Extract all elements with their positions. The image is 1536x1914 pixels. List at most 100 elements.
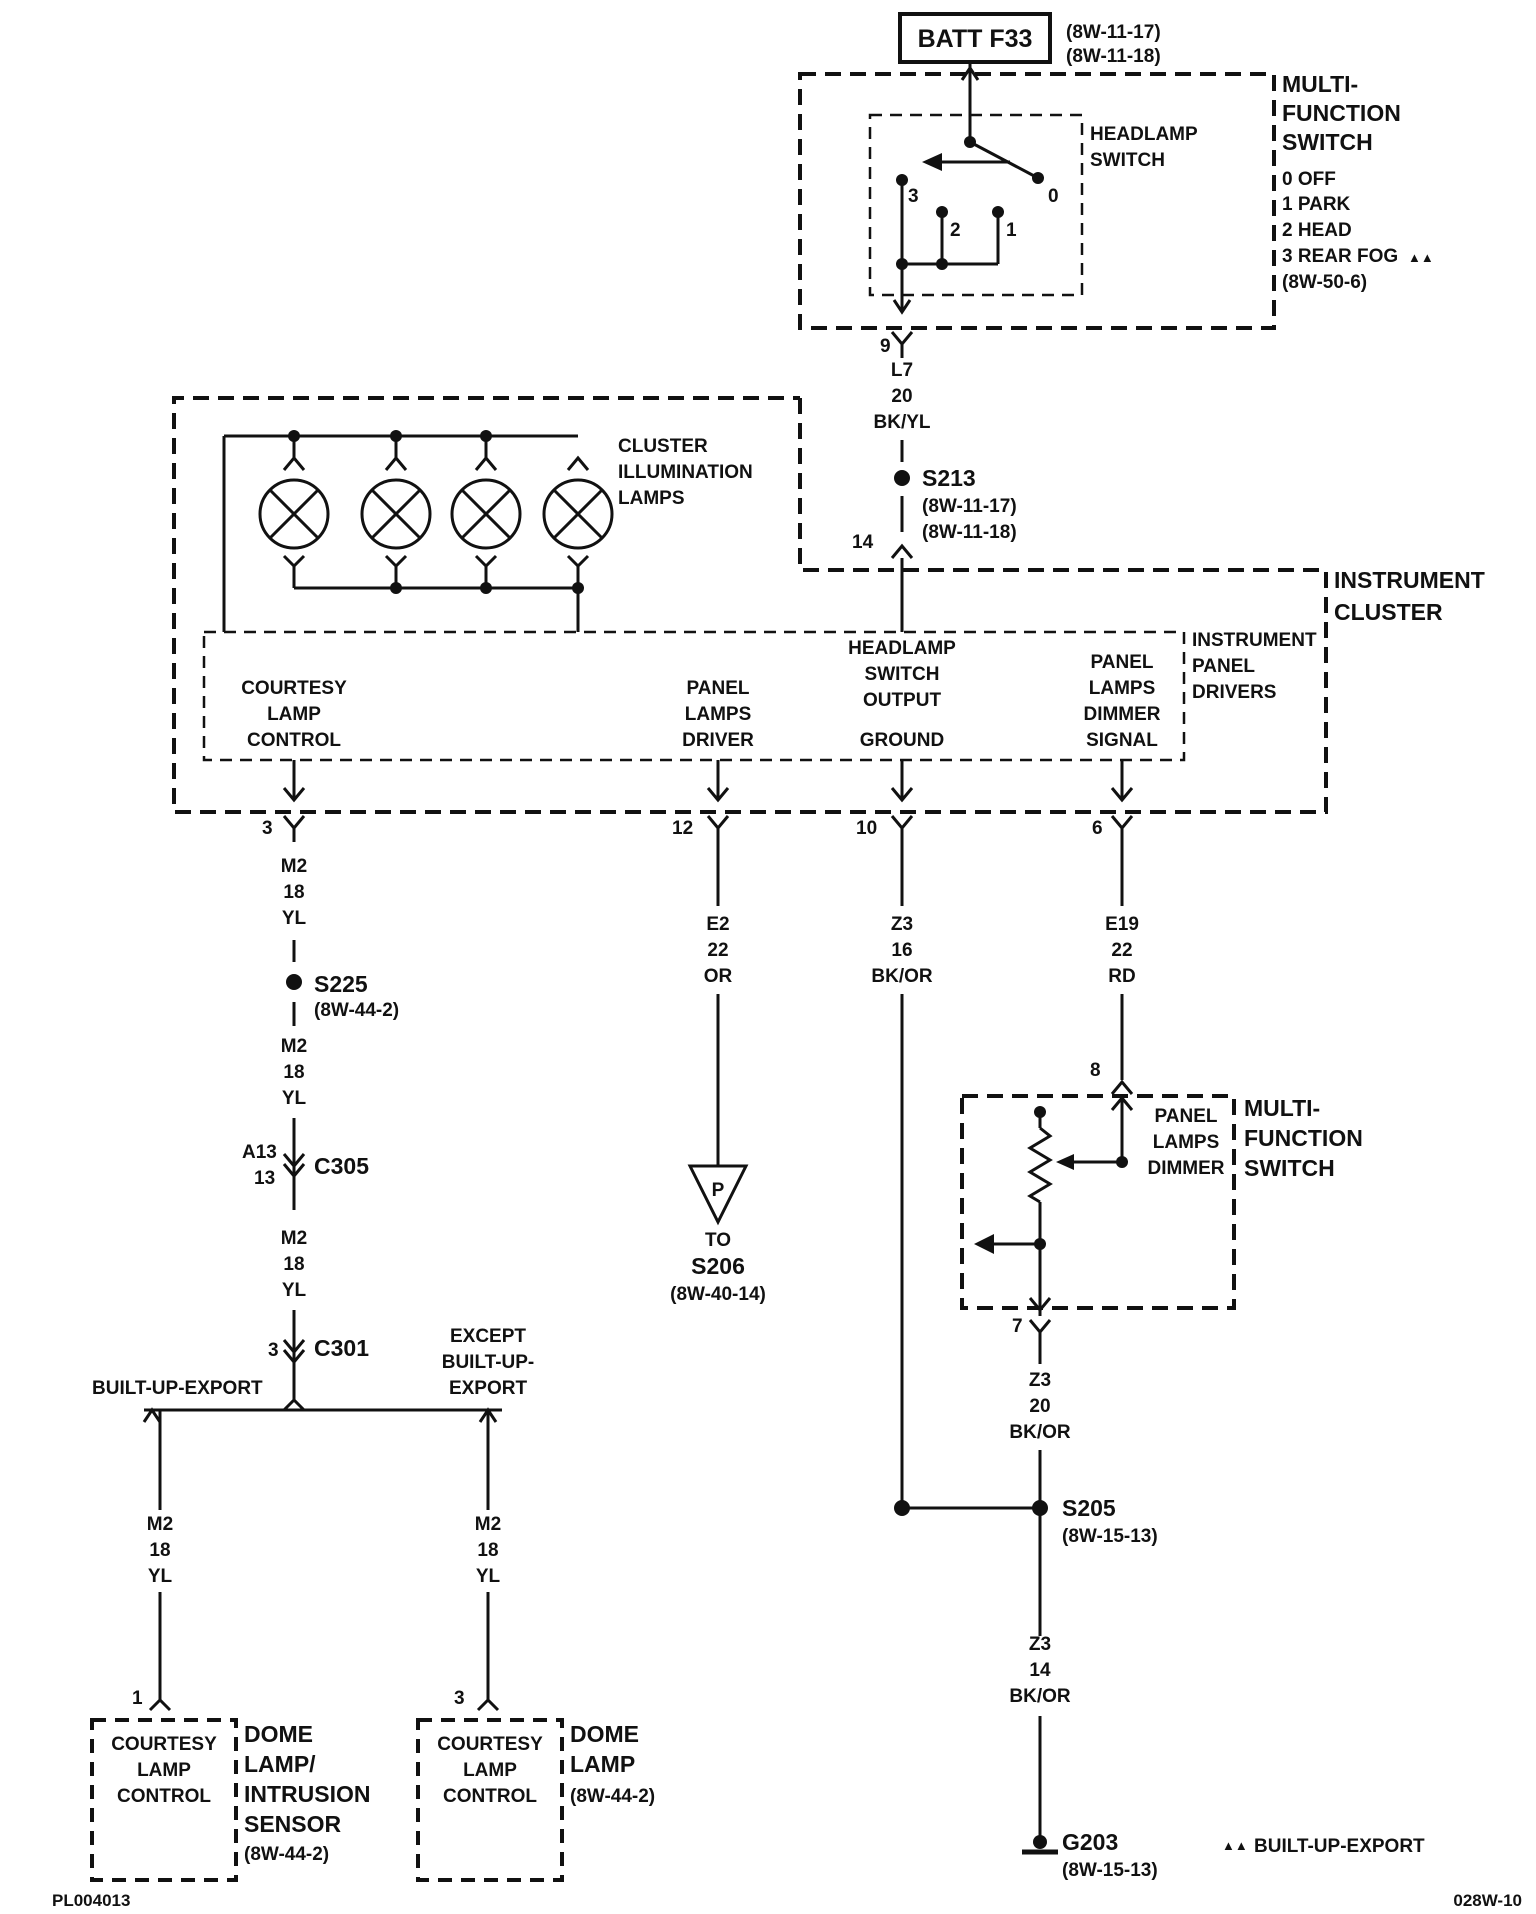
- z3b-code: Z3: [1029, 1370, 1051, 1391]
- e19-color: RD: [1108, 966, 1135, 987]
- mfs-bot-title-2: FUNCTION: [1244, 1125, 1363, 1151]
- s213-name: S213: [922, 465, 976, 491]
- mfs-bot-pin-in: 8: [1090, 1060, 1101, 1081]
- mfs-top-title-2: FUNCTION: [1282, 100, 1401, 126]
- z3a-code: Z3: [891, 914, 913, 935]
- s206-letter: P: [712, 1180, 725, 1201]
- mfs-bot-inner-1: PANEL: [1155, 1106, 1218, 1127]
- s225-ref: (8W-44-2): [314, 1000, 399, 1021]
- headlamp-switch-label-1: HEADLAMP: [1090, 124, 1198, 145]
- batt-fuse-box: [898, 12, 1052, 64]
- s206-name: S206: [691, 1253, 745, 1279]
- z3a-gauge: 16: [891, 940, 912, 961]
- g203-ref: (8W-15-13): [1062, 1860, 1158, 1881]
- s213-ref-2: (8W-11-18): [922, 522, 1017, 543]
- wire-l7: [890, 331, 914, 532]
- ground-icon: [1022, 1835, 1058, 1855]
- dome-inner-3: CONTROL: [443, 1786, 537, 1807]
- m2d-gauge: 18: [149, 1540, 170, 1561]
- mfs-top-boundary: [798, 72, 1276, 330]
- s206-ref: (8W-40-14): [670, 1284, 766, 1305]
- m2c-gauge: 18: [283, 1254, 304, 1275]
- s206-to: TO: [705, 1230, 731, 1251]
- dimmer-rheostat-icon: [974, 1095, 1134, 1316]
- z3a-pin: 10: [856, 818, 877, 839]
- batt-ref-2: (8W-11-18): [1066, 46, 1161, 67]
- c305-pin-top: A13: [242, 1142, 277, 1163]
- l7-pin: 9: [880, 336, 891, 357]
- s213-splice: [894, 470, 910, 486]
- s206-offpage-icon: [687, 1164, 749, 1226]
- dome-intrusion-box: [90, 1718, 238, 1882]
- courtesy-label-1: COURTESY: [241, 678, 347, 699]
- lamps-label-3: LAMPS: [618, 488, 685, 509]
- z3c-code: Z3: [1029, 1634, 1051, 1655]
- footer-right: 028W-10: [1453, 1891, 1522, 1910]
- e2-code: E2: [706, 914, 729, 935]
- m2d-color: YL: [148, 1566, 173, 1587]
- dome-intrusion-inner-1: COURTESY: [111, 1734, 217, 1755]
- m2a-gauge: 18: [283, 882, 304, 903]
- z3b-gauge: 20: [1029, 1396, 1050, 1417]
- hs-output-label-2: SWITCH: [865, 664, 940, 685]
- z3c-color: BK/OR: [1009, 1686, 1071, 1707]
- batt-ref-1: (8W-11-17): [1066, 22, 1161, 43]
- m2a-pin: 3: [262, 818, 273, 839]
- cluster-title-1: INSTRUMENT: [1334, 567, 1485, 593]
- dome-inner-2: LAMP: [463, 1760, 517, 1781]
- e19-pin: 6: [1092, 818, 1103, 839]
- dome-inner-1: COURTESY: [437, 1734, 543, 1755]
- except-export-3: EXPORT: [449, 1378, 528, 1399]
- lamp-icon: [258, 478, 330, 550]
- m2a-code: M2: [281, 856, 307, 877]
- dimmer-signal-label-3: DIMMER: [1083, 704, 1160, 725]
- c301-name: C301: [314, 1335, 369, 1361]
- lamp-icon: [450, 478, 522, 550]
- z3a-color: BK/OR: [871, 966, 933, 987]
- s205-splice: [1032, 1500, 1048, 1516]
- c305-name: C305: [314, 1153, 369, 1179]
- drivers-label-1: INSTRUMENT: [1192, 630, 1317, 651]
- c301-pin: 3: [268, 1340, 279, 1361]
- hs-output-label-3: OUTPUT: [863, 690, 942, 711]
- legend-text: BUILT-UP-EXPORT: [1254, 1836, 1425, 1857]
- dimmer-signal-label-2: LAMPS: [1089, 678, 1156, 699]
- mfs-position-1: 1 PARK: [1282, 194, 1351, 215]
- l7-code: L7: [891, 360, 913, 381]
- except-export-2: BUILT-UP-: [442, 1352, 535, 1373]
- dimmer-signal-label-4: SIGNAL: [1086, 730, 1158, 751]
- l7-color: BK/YL: [874, 412, 931, 433]
- dome-intrusion-title-2: LAMP/: [244, 1751, 316, 1777]
- mfs-top-title-1: MULTI-: [1282, 71, 1358, 97]
- contact-1-label: 1: [1006, 220, 1017, 241]
- lamp-icon: [360, 478, 432, 550]
- mfs-top-title-3: SWITCH: [1282, 129, 1373, 155]
- panel-drivers-boundary: [202, 630, 1186, 762]
- e19-code: E19: [1105, 914, 1139, 935]
- mfs-position-2: 2 HEAD: [1282, 220, 1352, 241]
- batt-fuse-label: BATT F33: [918, 25, 1033, 53]
- mfs-bot-inner-2: LAMPS: [1153, 1132, 1220, 1153]
- export-branch: [142, 1397, 502, 1700]
- dome-intrusion-title-3: INTRUSION: [244, 1781, 371, 1807]
- dome-intrusion-title-4: SENSOR: [244, 1811, 342, 1837]
- headlamp-switch-label-2: SWITCH: [1090, 150, 1165, 171]
- mfs-bot-title-1: MULTI-: [1244, 1095, 1320, 1121]
- s205-ref: (8W-15-13): [1062, 1526, 1158, 1547]
- c301-connector: [282, 1339, 306, 1365]
- c305-pin-bot: 13: [254, 1168, 275, 1189]
- m2b-color: YL: [282, 1088, 307, 1109]
- contact-3-label: 3: [908, 186, 919, 207]
- e19-gauge: 22: [1111, 940, 1132, 961]
- m2c-color: YL: [282, 1280, 307, 1301]
- dome-intrusion-inner-3: CONTROL: [117, 1786, 211, 1807]
- m2e-gauge: 18: [477, 1540, 498, 1561]
- z3b-color: BK/OR: [1009, 1422, 1071, 1443]
- mfs-bot-pin-out: 7: [1012, 1316, 1023, 1337]
- courtesy-label-3: CONTROL: [247, 730, 341, 751]
- cluster-title-2: CLUSTER: [1334, 599, 1443, 625]
- m2b-code: M2: [281, 1036, 307, 1057]
- cluster-output-stubs: [282, 760, 1134, 831]
- lamp-icon: [542, 478, 614, 550]
- mfs-bot-boundary: [960, 1094, 1236, 1310]
